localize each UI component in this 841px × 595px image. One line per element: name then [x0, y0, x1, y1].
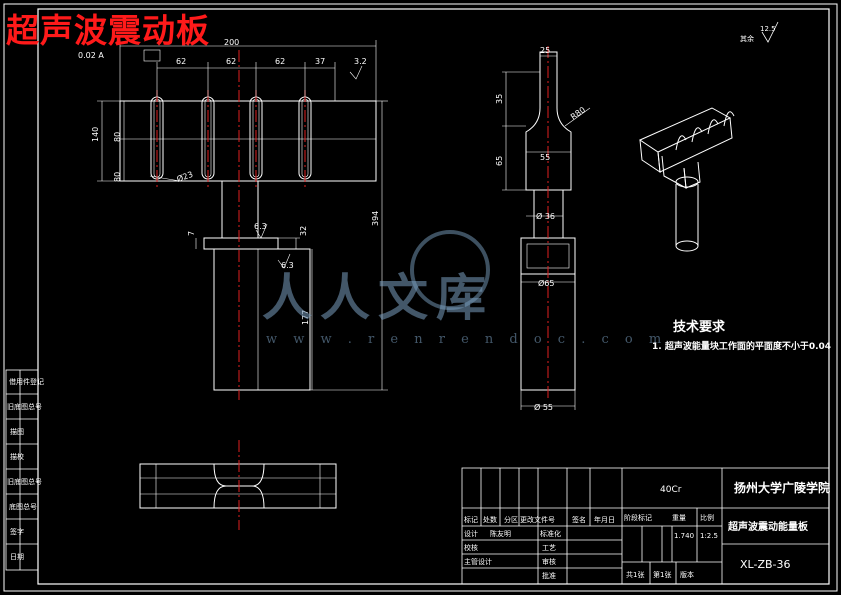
dim-62-c: 62	[275, 57, 285, 66]
drawing-number: XL-ZB-36	[740, 558, 791, 571]
roughness-value: 12.5	[760, 25, 776, 33]
dim-phi55: Ø 55	[534, 402, 553, 412]
watermark-text: 人人文库	[262, 268, 494, 327]
tb-header-6: 年月日	[594, 515, 615, 524]
tb-sheets-total: 共1张	[626, 570, 644, 579]
strip-label-5: 旧底图总号	[7, 477, 42, 486]
dim-65: 65	[495, 156, 504, 166]
dim-25: 25	[540, 46, 550, 55]
strip-label-7: 签字	[10, 527, 24, 536]
tb-sheet-no: 第1张	[653, 570, 671, 579]
dim-7: 7	[187, 231, 196, 236]
tb-approve: 批准	[542, 571, 556, 580]
dim-35: 35	[495, 94, 504, 104]
dim-6-3: 6.3	[254, 222, 267, 231]
tolerance-frame: 0.02 A	[78, 51, 104, 60]
tb-weight: 重量	[672, 514, 686, 522]
dim-80-b: 80	[113, 172, 122, 182]
part-name: 超声波震动能量板	[727, 520, 809, 533]
tb-designer: 陈友明	[490, 529, 511, 538]
material: 40Cr	[660, 485, 682, 495]
dim-37: 37	[315, 57, 325, 66]
strip-label-1: 借用件登记	[9, 377, 44, 386]
roughness-note: 其余	[740, 34, 754, 43]
dim-62-a: 62	[176, 57, 186, 66]
tb-weight-value: 1.740	[674, 532, 694, 540]
dim-55: 55	[540, 153, 550, 162]
school-name: 扬州大学广陵学院	[734, 480, 830, 495]
watermark-url: w w w . r e n r e n d o c . c o m	[266, 332, 668, 347]
dim-200: 200	[224, 38, 239, 47]
dim-phi65: Ø65	[538, 278, 554, 288]
tb-header-4: 更改文件号	[520, 515, 555, 524]
tb-header-3: 分区	[504, 515, 518, 524]
dim-r80: R80	[569, 105, 587, 121]
tb-process: 工艺	[542, 544, 556, 552]
dim-32: 32	[299, 226, 308, 236]
tb-stage: 阶段标记	[624, 513, 652, 522]
top-view	[139, 463, 337, 509]
strip-label-2: 旧底图总号	[7, 402, 42, 411]
tech-requirements-title: 技术要求	[673, 320, 726, 335]
roughness-mark	[761, 21, 779, 43]
left-strip	[5, 369, 39, 571]
watermark-logo	[410, 230, 490, 310]
dim-394: 394	[371, 211, 380, 226]
dim-3-2-top: 3.2	[354, 57, 367, 66]
dim-140: 140	[91, 127, 100, 142]
front-view-dimensions	[97, 40, 388, 391]
front-view-centerlines	[156, 50, 306, 400]
strip-label-8: 日期	[10, 553, 24, 561]
dim-80-a: 80	[113, 132, 122, 142]
dim-phi36: Ø 36	[536, 211, 555, 221]
tb-design: 设计	[464, 529, 478, 538]
tb-chief: 主管设计	[464, 557, 492, 566]
dim-6-3-b: 6.3	[281, 261, 294, 270]
tb-check: 校核	[464, 543, 478, 552]
title-block	[461, 467, 830, 585]
dim-62-b: 62	[226, 57, 236, 66]
tb-version: 版本	[680, 570, 694, 579]
tb-scale-value: 1:2.5	[700, 532, 718, 540]
isometric-view	[638, 107, 735, 252]
tb-header-5: 签名	[572, 515, 586, 524]
tb-header-1: 标记	[464, 515, 478, 524]
strip-label-6: 底图总号	[9, 502, 37, 511]
dim-177: 177	[301, 310, 310, 325]
tb-standard: 标准化	[540, 529, 561, 538]
strip-label-3: 描图	[10, 427, 24, 436]
strip-label-4: 描校	[10, 452, 24, 461]
dim-phi23: Ø23	[175, 169, 194, 184]
drawing-border	[3, 3, 838, 592]
tb-review: 审核	[542, 557, 556, 566]
side-view-dimensions	[502, 55, 591, 410]
drawing-title: 超声波震动板	[6, 11, 210, 50]
tb-header-2: 处数	[483, 515, 497, 524]
tb-scale: 比例	[700, 513, 714, 522]
tech-requirements-note: 1. 超声波能量块工作面的平面度不小于0.04	[652, 342, 832, 352]
